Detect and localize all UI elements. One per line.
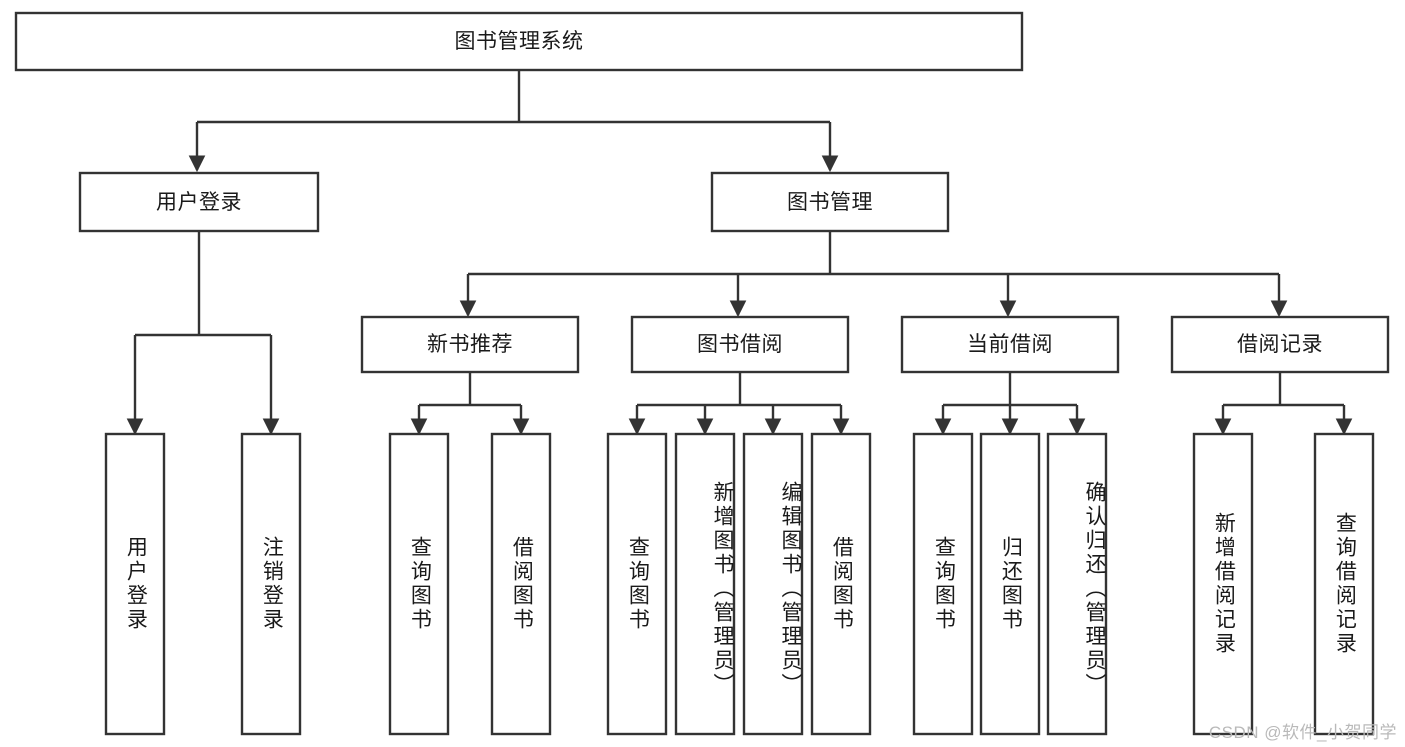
node-new-book-recommend[interactable] — [360, 315, 580, 374]
leaf-borrow-record-1[interactable] — [1192, 432, 1254, 736]
node-book-borrow[interactable] — [630, 315, 850, 374]
leaf-user-login-2[interactable] — [240, 432, 302, 736]
leaf-new-book-2[interactable] — [490, 432, 552, 736]
leaf-current-borrow-1[interactable] — [912, 432, 974, 736]
leaf-user-login-1[interactable] — [104, 432, 166, 736]
node-borrow-record[interactable] — [1170, 315, 1390, 374]
leaf-book-borrow-4[interactable] — [810, 432, 872, 736]
node-root[interactable] — [14, 11, 1024, 72]
leaf-current-borrow-2[interactable] — [979, 432, 1041, 736]
node-book-manage[interactable] — [710, 171, 950, 233]
leaf-book-borrow-2[interactable] — [674, 432, 736, 736]
node-user-login[interactable] — [78, 171, 320, 233]
leaf-borrow-record-2[interactable] — [1313, 432, 1375, 736]
leaf-book-borrow-3[interactable] — [742, 432, 804, 736]
leaf-new-book-1[interactable] — [388, 432, 450, 736]
leaf-book-borrow-1[interactable] — [606, 432, 668, 736]
leaf-current-borrow-3[interactable] — [1046, 432, 1108, 736]
watermark: CSDN @软件_小贺同学 — [1208, 723, 1397, 742]
node-current-borrow[interactable] — [900, 315, 1120, 374]
